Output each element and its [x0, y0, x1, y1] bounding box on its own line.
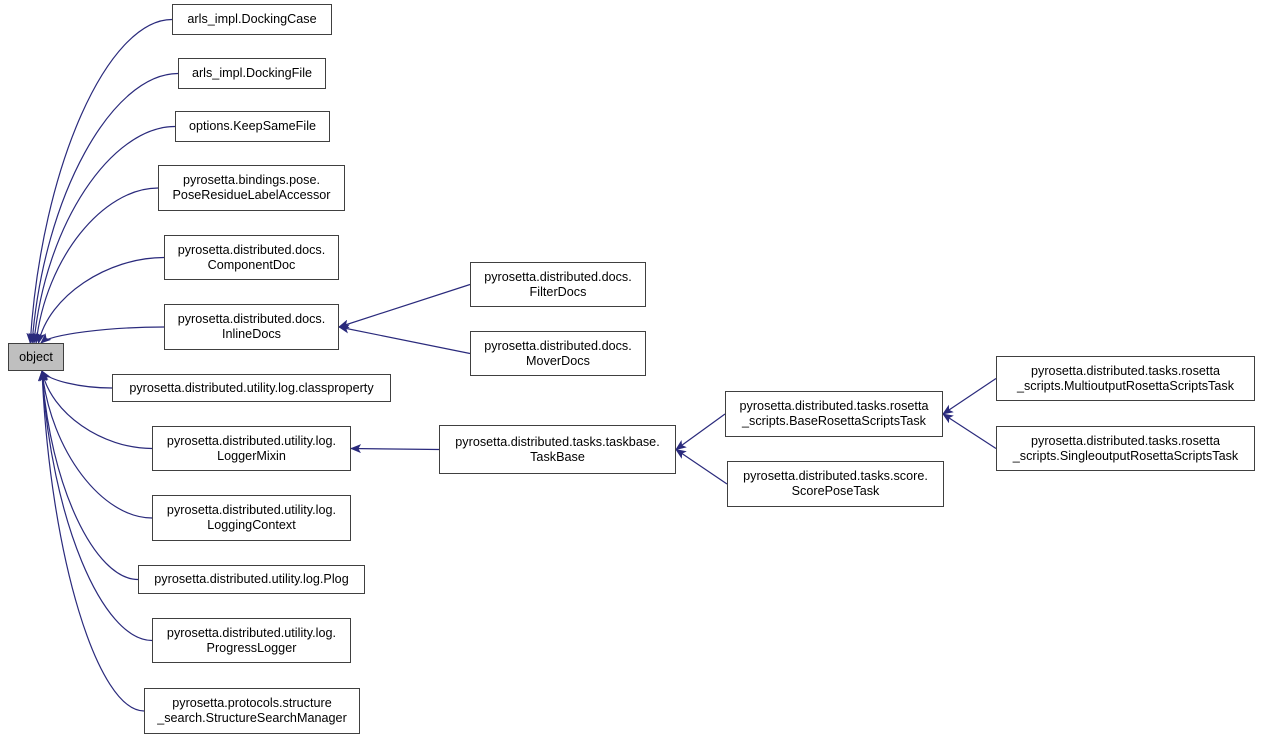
- class-node-label: pyrosetta.distributed.utility.log.Plog: [154, 572, 349, 586]
- class-node-plog[interactable]: pyrosetta.distributed.utility.log.Plog: [138, 565, 365, 594]
- class-node-label: pyrosetta.protocols.structure _search.St…: [157, 696, 347, 725]
- inheritance-edge-task_base-to-logger_mixin: [350, 444, 440, 454]
- inheritance-edge-keep_same_file-to-object: [30, 125, 176, 344]
- class-node-progress_logger[interactable]: pyrosetta.distributed.utility.log. Progr…: [152, 618, 351, 663]
- inheritance-edge-component_doc-to-object: [36, 256, 165, 344]
- class-node-label: pyrosetta.distributed.docs. InlineDocs: [177, 312, 326, 341]
- inheritance-edge-filter_docs-to-inline_docs: [338, 283, 471, 329]
- inheritance-edge-base_rosetta_scripts_task-to-task_base: [675, 413, 726, 451]
- class-node-task_base[interactable]: pyrosetta.distributed.tasks.taskbase. Ta…: [439, 425, 676, 474]
- class-node-label: arls_impl.DockingFile: [191, 66, 313, 80]
- inheritance-edge-pose_residue_label_accessor-to-object: [32, 187, 159, 344]
- inheritance-edge-inline_docs-to-object: [40, 326, 165, 344]
- inheritance-edge-docking_case-to-object: [26, 18, 173, 344]
- class-node-multioutput_rosetta_scripts_task[interactable]: pyrosetta.distributed.tasks.rosetta _scr…: [996, 356, 1255, 401]
- class-node-docking_case[interactable]: arls_impl.DockingCase: [172, 4, 332, 35]
- inheritance-edge-mover_docs-to-inline_docs: [338, 324, 471, 355]
- class-node-docking_file[interactable]: arls_impl.DockingFile: [178, 58, 326, 89]
- class-node-label: options.KeepSameFile: [188, 119, 317, 133]
- class-node-label: pyrosetta.distributed.utility.log.classp…: [129, 380, 374, 395]
- class-node-label: pyrosetta.distributed.utility.log. Logge…: [166, 433, 337, 463]
- class-node-label: object: [19, 349, 53, 364]
- inheritance-edge-multioutput_rosetta_scripts_task-to-base_rosetta_scripts_task: [942, 378, 997, 415]
- class-node-object[interactable]: object: [8, 343, 64, 371]
- class-node-label: pyrosetta.distributed.tasks.rosetta _scr…: [1012, 433, 1239, 463]
- class-node-base_rosetta_scripts_task[interactable]: pyrosetta.distributed.tasks.rosetta _scr…: [725, 391, 943, 437]
- inheritance-edge-classproperty-to-object: [41, 370, 113, 389]
- class-node-label: pyrosetta.distributed.docs. ComponentDoc: [177, 242, 326, 272]
- class-node-structure_search_manager[interactable]: pyrosetta.protocols.structure _search.St…: [144, 688, 360, 734]
- inheritance-edge-progress_logger-to-object: [38, 370, 153, 642]
- inheritance-edge-score_pose_task-to-task_base: [675, 448, 728, 485]
- inheritance-edge-plog-to-object: [38, 370, 139, 581]
- class-node-logging_context[interactable]: pyrosetta.distributed.utility.log. Loggi…: [152, 495, 351, 541]
- class-node-mover_docs[interactable]: pyrosetta.distributed.docs. MoverDocs: [470, 331, 646, 376]
- class-node-label: pyrosetta.distributed.docs. MoverDocs: [484, 338, 632, 368]
- inheritance-edge-logger_mixin-to-object: [39, 370, 153, 450]
- class-node-label: pyrosetta.distributed.tasks.rosetta _scr…: [1016, 363, 1235, 393]
- inheritance-edge-structure_search_manager-to-object: [37, 370, 145, 712]
- class-node-component_doc[interactable]: pyrosetta.distributed.docs. ComponentDoc: [164, 235, 339, 280]
- edges-group: [26, 18, 997, 712]
- class-node-singleoutput_rosetta_scripts_task[interactable]: pyrosetta.distributed.tasks.rosetta _scr…: [996, 426, 1255, 471]
- class-node-pose_residue_label_accessor[interactable]: pyrosetta.bindings.pose. PoseResidueLabe…: [158, 165, 345, 211]
- class-node-inline_docs[interactable]: pyrosetta.distributed.docs. InlineDocs: [164, 304, 339, 350]
- class-node-label: pyrosetta.distributed.utility.log. Loggi…: [166, 503, 337, 532]
- class-node-filter_docs[interactable]: pyrosetta.distributed.docs. FilterDocs: [470, 262, 646, 307]
- class-node-label: pyrosetta.bindings.pose. PoseResidueLabe…: [172, 173, 331, 202]
- class-node-label: pyrosetta.distributed.docs. FilterDocs: [484, 269, 632, 299]
- class-node-label: pyrosetta.distributed.tasks.score. Score…: [743, 469, 928, 498]
- inheritance-edge-docking_file-to-object: [28, 72, 179, 344]
- class-node-label: arls_impl.DockingCase: [187, 12, 317, 26]
- class-node-classproperty[interactable]: pyrosetta.distributed.utility.log.classp…: [112, 374, 391, 402]
- class-node-label: pyrosetta.distributed.utility.log. Progr…: [166, 625, 337, 655]
- class-node-label: pyrosetta.distributed.tasks.rosetta _scr…: [739, 399, 929, 428]
- inheritance-edge-logging_context-to-object: [38, 370, 153, 519]
- class-node-keep_same_file[interactable]: options.KeepSameFile: [175, 111, 330, 142]
- class-node-score_pose_task[interactable]: pyrosetta.distributed.tasks.score. Score…: [727, 461, 944, 507]
- class-node-label: pyrosetta.distributed.tasks.taskbase. Ta…: [455, 434, 660, 464]
- inheritance-edge-singleoutput_rosetta_scripts_task-to-base_rosetta_scripts_task: [942, 413, 997, 450]
- class-node-logger_mixin[interactable]: pyrosetta.distributed.utility.log. Logge…: [152, 426, 351, 471]
